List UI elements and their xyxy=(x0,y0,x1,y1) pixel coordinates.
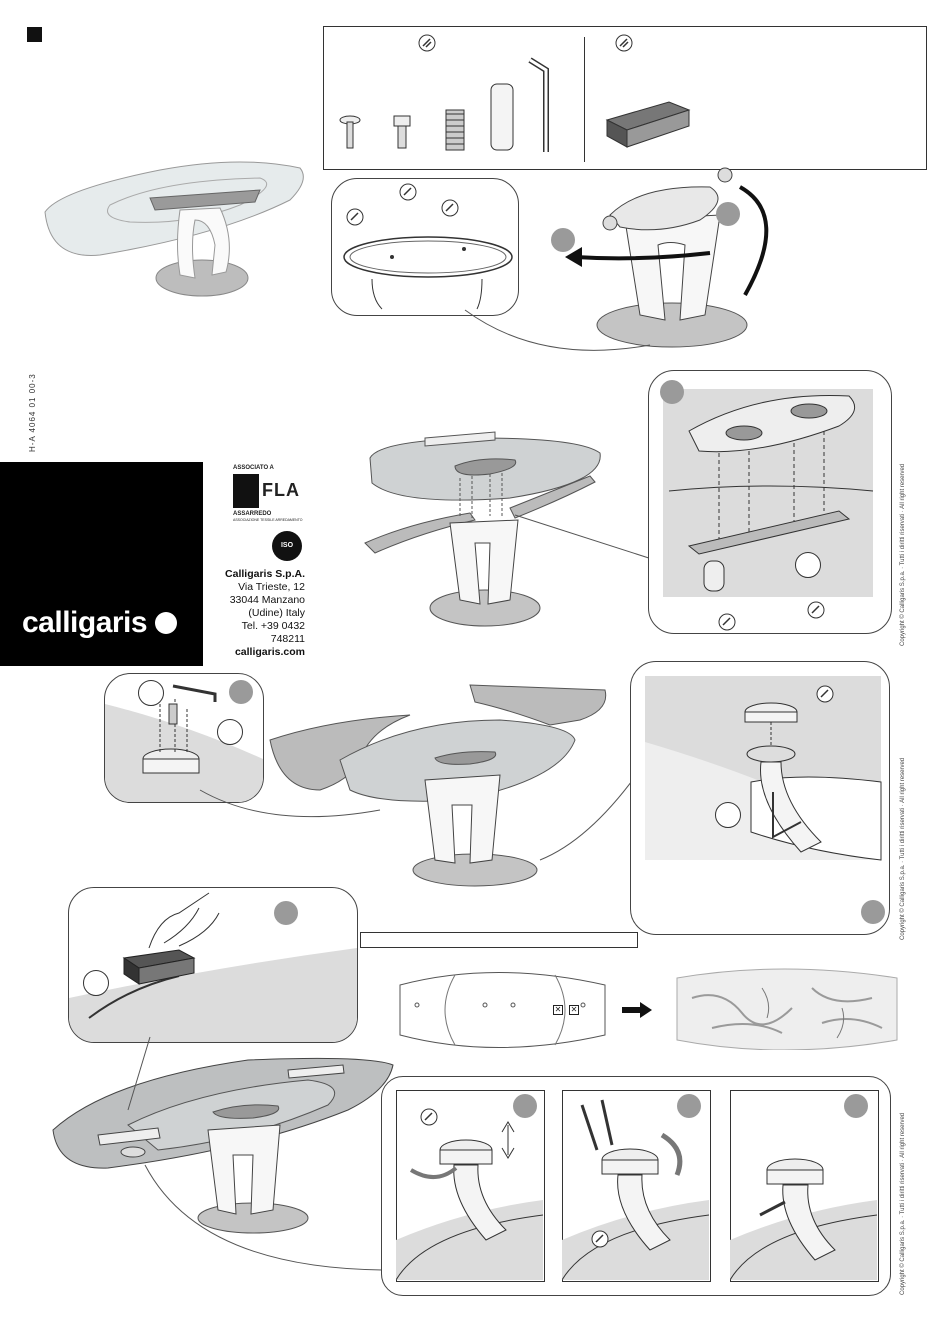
callout-circle xyxy=(715,802,741,828)
arrow-right-icon xyxy=(622,1002,652,1018)
connector-line xyxy=(514,514,656,561)
copyright-note: Copyright © Calligaris S.p.a. · Tutti i … xyxy=(900,1112,906,1295)
connector-line xyxy=(144,1164,391,1271)
step-group-bottom xyxy=(381,1076,891,1296)
company-address: Calligaris S.p.A. Via Trieste, 12 33044 … xyxy=(205,568,305,659)
callout-circle xyxy=(138,680,164,706)
hardware-items xyxy=(339,57,549,152)
step-badge xyxy=(551,228,575,252)
hand-screwdriver-icon xyxy=(807,601,825,619)
step-panel-pivot xyxy=(630,661,890,935)
step-badge xyxy=(677,1094,701,1118)
step-badge xyxy=(660,380,684,404)
hand-screwdriver-icon xyxy=(346,208,364,226)
hand-screwdriver-icon xyxy=(591,1230,609,1248)
connector-line xyxy=(199,789,381,818)
step-badge xyxy=(844,1094,868,1118)
company-city: 33044 Manzano xyxy=(229,594,305,606)
hand-screwdriver-icon xyxy=(420,1108,438,1126)
extension-table-illustration xyxy=(269,684,607,887)
brand-logo: calligaris xyxy=(22,606,177,640)
step-art-final xyxy=(730,1158,877,1280)
callout-circle xyxy=(217,719,243,745)
connector-line xyxy=(539,769,641,861)
step-art-tighten xyxy=(562,1099,709,1280)
connector-line xyxy=(464,309,651,351)
step-badge xyxy=(716,202,740,226)
hand-screwdriver-icon xyxy=(418,34,436,52)
panel-divider xyxy=(584,37,585,162)
marble-top-illustration xyxy=(676,968,898,1050)
copyright-note: Copyright © Calligaris S.p.a. · Tutti i … xyxy=(900,757,906,940)
page-marker-square xyxy=(27,27,42,42)
fla-logo: FLA xyxy=(262,480,300,500)
hand-screwdriver-icon xyxy=(718,613,736,631)
assarredo-label: ASSARREDO xyxy=(233,511,272,517)
assarredo-sublabel: ASSOCIAZIONE TESSILE ARREDAMENTO xyxy=(233,518,303,522)
step-badge xyxy=(274,901,298,925)
company-website: calligaris.com xyxy=(234,646,305,658)
hand-screwdriver-icon xyxy=(816,685,834,703)
hand-screwdriver-icon xyxy=(615,34,633,52)
step-panel-top-plate xyxy=(648,370,892,634)
hand-screwdriver-icon xyxy=(441,199,459,217)
exploded-table-illustration xyxy=(364,431,601,627)
associato-label: ASSOCIATO A xyxy=(233,465,274,471)
company-phone: Tel. +39 0432 748211 xyxy=(241,620,305,645)
hero-table-illustration xyxy=(44,161,304,297)
step-badge xyxy=(513,1094,537,1118)
step-badge xyxy=(861,900,885,924)
rotate-base-illustration xyxy=(565,167,769,348)
company-region: (Udine) Italy xyxy=(248,607,305,619)
clamp-block xyxy=(605,101,691,148)
step-badge xyxy=(229,680,253,704)
connector-line xyxy=(127,1036,151,1111)
step-panel-underside xyxy=(331,178,519,316)
company-name: Calligaris S.p.A. xyxy=(225,568,305,580)
mark-x: ✕ xyxy=(569,1005,579,1015)
fla-logo-mark xyxy=(233,474,259,508)
instruction-bar xyxy=(360,932,638,948)
company-street: Via Trieste, 12 xyxy=(238,581,305,593)
copyright-note: Copyright © Calligaris S.p.a. · Tutti i … xyxy=(900,463,906,646)
hand-screwdriver-icon xyxy=(399,183,417,201)
callout-circle xyxy=(83,970,109,996)
mark-x: ✕ xyxy=(553,1005,563,1015)
step-art-adjust xyxy=(396,1121,543,1280)
hardware-panel xyxy=(323,26,927,170)
callout-circle xyxy=(795,552,821,578)
document-code: H-A 4064 01 00-3 xyxy=(28,373,37,452)
tabletop-outline xyxy=(399,972,606,1048)
iso-badge: ISO xyxy=(272,531,302,561)
step-panel-clamp xyxy=(68,887,358,1043)
final-table-illustration xyxy=(52,1057,394,1234)
